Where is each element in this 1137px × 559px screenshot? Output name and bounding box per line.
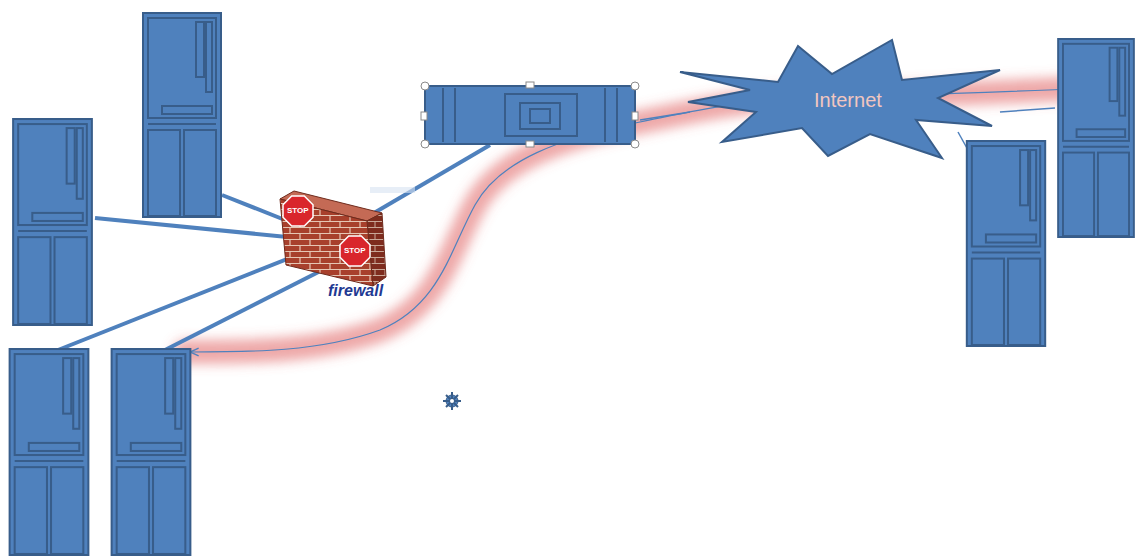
gear-mark <box>443 392 461 410</box>
node-label: STOP <box>344 247 366 255</box>
internet-cloud: Internet <box>680 40 1000 160</box>
firewall-wall: firewall STOP STOP <box>270 185 415 310</box>
node-label: Internet <box>814 90 882 110</box>
computer-towers <box>10 13 1134 555</box>
stop-sign: STOP <box>283 196 313 226</box>
node-label: STOP <box>287 207 309 215</box>
node-label: firewall <box>328 283 383 299</box>
router-box <box>421 82 639 148</box>
stop-sign: STOP <box>340 236 370 266</box>
traffic-glow <box>185 88 1095 352</box>
